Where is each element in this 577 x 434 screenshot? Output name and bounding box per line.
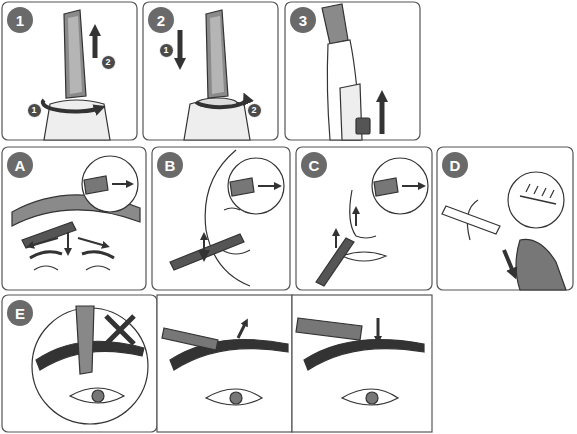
callout-number: 1 [159, 43, 174, 58]
forehead-art [12, 156, 140, 270]
eyebrow-art [32, 306, 424, 424]
panel-frame [152, 147, 290, 290]
callout-number: 2 [101, 55, 116, 70]
callout-number: D [442, 152, 468, 178]
panel-frame [157, 295, 292, 432]
panel-frame [292, 295, 432, 432]
panel-frame [143, 2, 278, 140]
ear-art [442, 172, 566, 290]
callout-number: E [7, 300, 33, 326]
step-one-art [43, 10, 110, 140]
panel-frame [2, 147, 146, 290]
callout-number: C [301, 152, 327, 178]
callout-number: 2 [247, 103, 262, 118]
callout-number: 1 [7, 7, 33, 33]
callout-number: A [7, 152, 33, 178]
panel-frame [2, 2, 137, 140]
callout-number: 3 [290, 7, 316, 33]
step-two-art [180, 10, 250, 140]
panel-frame [296, 147, 432, 290]
panel-frame [2, 295, 157, 432]
panel-frame [285, 2, 420, 140]
callout-number: 2 [148, 7, 174, 33]
callout-number: B [157, 152, 183, 178]
sideburn-art [170, 150, 284, 286]
nose-art [316, 158, 428, 286]
callout-number: 1 [27, 103, 42, 118]
step-three-art [322, 4, 382, 140]
panel-frame [437, 147, 573, 290]
